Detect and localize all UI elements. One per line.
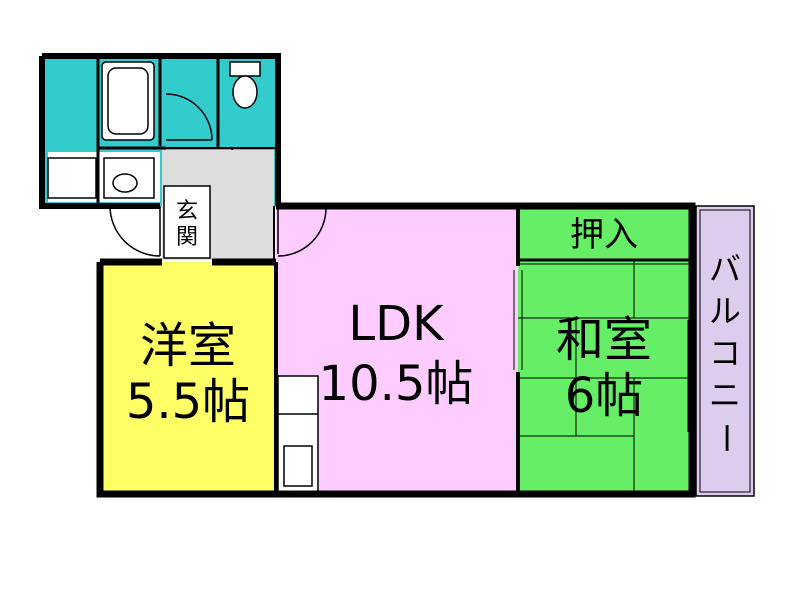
wet-area-outer-wall [42,53,281,206]
ldk-room-size: 10.5帖 [319,356,474,412]
front-door-swing [109,205,161,257]
room-western [100,262,274,494]
washing-machine-space [47,157,97,199]
bath-door-swing [165,93,213,141]
bathtub-inner [107,67,149,135]
balcony-char: ー [707,422,745,454]
kitchen-sink-icon [283,445,313,487]
balcony-char: ル [709,292,741,330]
balcony [695,205,755,497]
room-japanese [513,206,697,494]
room-ldk [276,206,518,494]
western-fill [100,262,274,494]
balcony-char: コ [709,334,741,372]
ldk-door-swing [277,207,327,257]
western-room-name: 洋室 [140,318,236,374]
entrance-label-box [163,185,211,259]
toilet-tank [229,61,261,77]
bathtub-icon [101,61,155,141]
toilet-icon [232,75,258,109]
outer-wall [96,202,696,498]
balcony-char: ニ [709,376,741,414]
japanese-room-size: 6帖 [565,368,644,424]
main-walls [96,202,696,498]
entrance-label-2: 関 [176,225,198,250]
entrance-label-1: 玄 [176,199,198,224]
ldk-room-name: LDK [348,296,445,352]
balcony-fill [695,205,755,497]
wet-area-left-wall [39,56,160,209]
closet-fill [518,206,692,260]
wash-basin-bowl-icon [112,173,138,193]
western-room-size: 5.5帖 [126,374,250,430]
entrance [109,150,275,262]
balcony-char: バ [709,250,741,288]
wet-area [39,53,281,209]
balcony-rail [699,209,751,493]
japanese-room-name: 和室 [556,312,652,368]
closet-label: 押入 [570,215,638,255]
